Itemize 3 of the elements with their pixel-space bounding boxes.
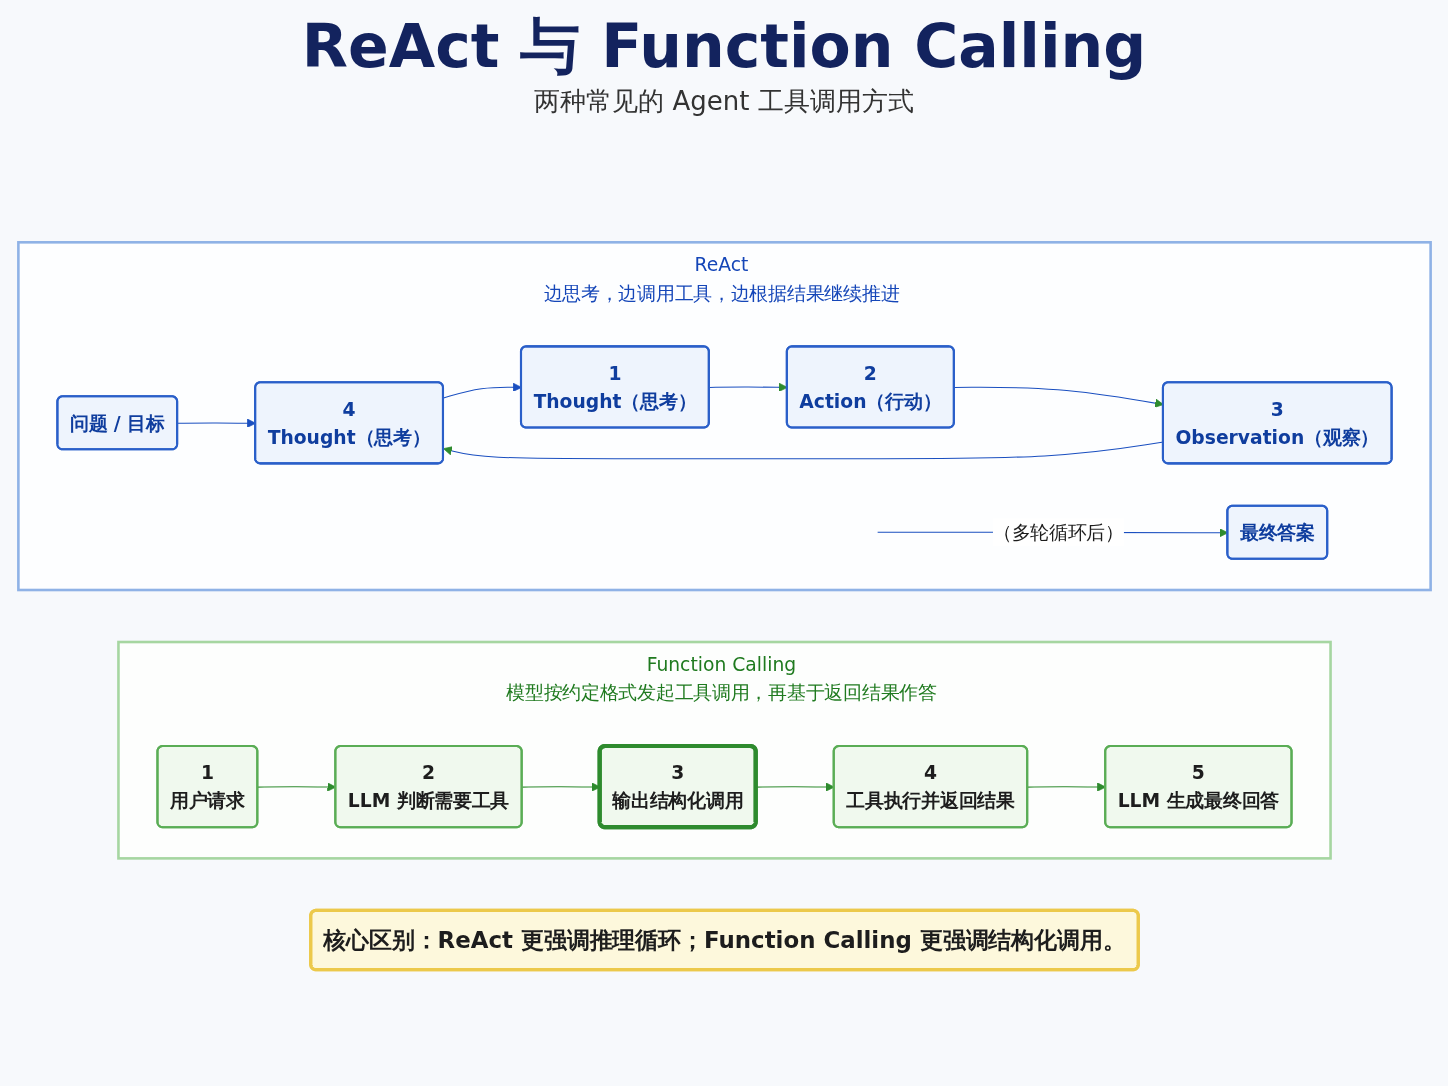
subtitle: 两种常见的 Agent 工具调用方式 — [534, 85, 914, 118]
title: ReAct 与 Function Calling — [301, 10, 1147, 82]
edge-label: （多轮循环后） — [992, 520, 1124, 543]
